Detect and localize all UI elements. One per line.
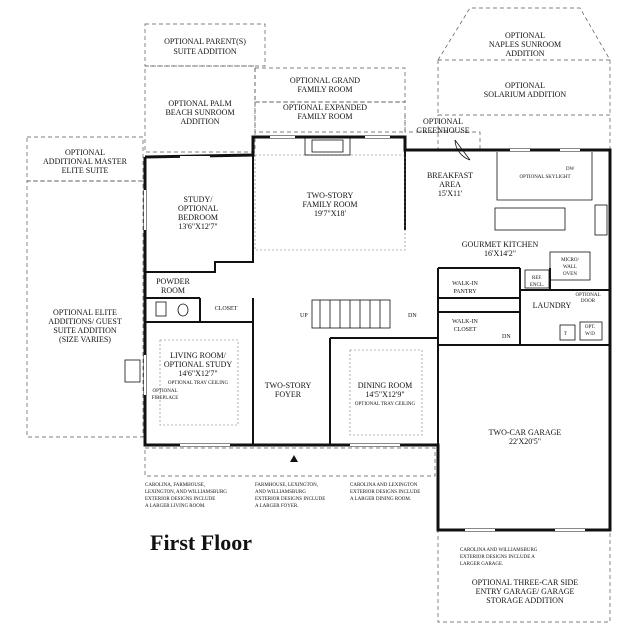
fixtures <box>124 136 608 477</box>
label-up: UP <box>300 313 308 319</box>
note-living: CAROLINA, FARMHOUSE,LEXINGTON, AND WILLI… <box>145 483 227 509</box>
label-parents-suite: OPTIONAL PARENT(S)SUITE ADDITION <box>164 37 246 56</box>
exterior-notes: CAROLINA, FARMHOUSE,LEXINGTON, AND WILLI… <box>145 483 578 605</box>
label-dn: DN <box>408 313 417 319</box>
label-ref-encl: REF.ENCL. <box>530 276 544 288</box>
page-title: First Floor <box>150 530 252 555</box>
label-laundry: LAUNDRY <box>533 301 572 310</box>
room-labels: OPTIONAL PARENT(S)SUITE ADDITION OPTIONA… <box>43 31 600 446</box>
label-skylight: OPTIONAL SKYLIGHT <box>519 175 570 180</box>
interior-walls <box>145 150 610 530</box>
label-dn-garage: DN <box>502 334 511 340</box>
label-dw: DW <box>566 167 575 172</box>
label-t: T <box>564 332 567 337</box>
staircase <box>311 299 391 329</box>
label-opt-wd: OPT.W/D <box>585 325 595 337</box>
label-closet: CLOSET <box>215 306 238 312</box>
exterior-walls <box>143 135 612 532</box>
